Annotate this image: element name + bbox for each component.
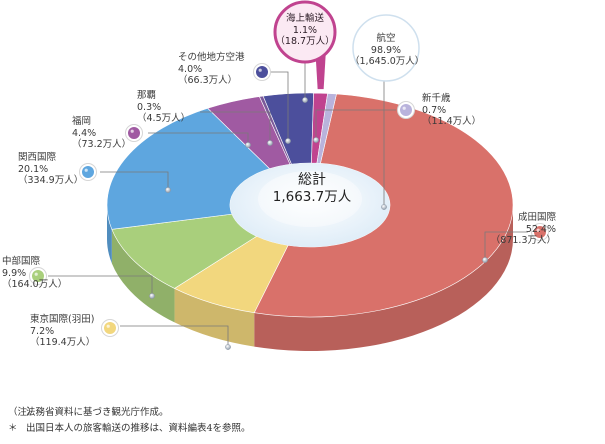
callout-air bbox=[352, 14, 420, 82]
label-tokyo-value: （119.4万人） bbox=[30, 337, 96, 348]
center-hole bbox=[258, 171, 362, 227]
leader-dot-chubu bbox=[149, 293, 155, 299]
marker-chubu bbox=[32, 270, 44, 282]
label-sea-name: 海上輸送 bbox=[285, 13, 324, 24]
note-source: （注）法務省資料に基づき観光庁作成。 bbox=[8, 406, 169, 419]
label-chubu-percent: 9.9% bbox=[2, 267, 27, 279]
label-narita-name: 成田国際 bbox=[517, 212, 556, 223]
marker-gloss-narita bbox=[536, 228, 540, 232]
leader-dot-tokyo bbox=[225, 344, 231, 350]
marker-shinchitose bbox=[400, 104, 412, 116]
leader-dot-fukuoka bbox=[245, 142, 251, 148]
marker-tokyo bbox=[104, 322, 116, 334]
label-narita-percent: 52.4% bbox=[525, 223, 556, 235]
label-air-name: 航空 bbox=[376, 33, 396, 44]
leader-dot-kansai bbox=[165, 187, 171, 193]
label-shinchitose: 新千歳 0.7% （11.4万人） bbox=[422, 93, 481, 128]
label-naha-name: 那覇 bbox=[137, 90, 157, 101]
label-air-value: （1,645.0万人） bbox=[350, 56, 425, 67]
leader-chubu bbox=[48, 275, 153, 296]
label-fukuoka-percent: 4.4% bbox=[72, 127, 97, 139]
label-other-percent: 4.0% bbox=[178, 63, 203, 75]
leader-dot-air bbox=[381, 204, 387, 210]
total-value: 1,663.7万人 bbox=[272, 189, 352, 205]
label-tokyo-name: 東京国際(羽田) bbox=[30, 314, 95, 325]
total-label: 総計 1,663.7万人 bbox=[262, 172, 362, 206]
marker-gloss-shinchitose bbox=[402, 106, 406, 110]
leader-dot-sea bbox=[302, 97, 308, 103]
leader-dot-other bbox=[285, 138, 291, 144]
marker-gloss-fukuoka bbox=[130, 129, 134, 133]
label-naha-percent: 0.3% bbox=[137, 101, 162, 113]
label-chubu: 中部国際 9.9% （164.0万人） bbox=[2, 256, 67, 291]
label-sea-value: （18.7万人） bbox=[275, 36, 335, 47]
marker-kansai bbox=[82, 166, 94, 178]
leader-naha bbox=[200, 111, 271, 143]
label-tokyo-percent: 7.2% bbox=[30, 325, 55, 337]
label-fukuoka-value: （73.2万人） bbox=[72, 139, 132, 150]
label-chubu-name: 中部国際 bbox=[2, 256, 41, 267]
sea-raised-wedge bbox=[315, 55, 326, 90]
label-narita: 成田国際 52.4% （871.3万人） bbox=[491, 212, 556, 247]
label-other-name: その他地方空港 bbox=[178, 52, 245, 63]
leader-tokyo bbox=[120, 325, 229, 347]
leader-narita bbox=[484, 231, 528, 260]
slice-side-kansai bbox=[107, 205, 112, 264]
leader-dot-shinchitose bbox=[313, 137, 319, 143]
note-reference-text: 出国日本人の旅客輸送の推移は、資料編表4を参照。 bbox=[26, 423, 251, 434]
label-kansai-value: （334.9万人） bbox=[18, 175, 84, 186]
leader-dot-naha bbox=[267, 140, 273, 146]
marker-other bbox=[256, 66, 268, 78]
note-source-mark: （注） bbox=[8, 407, 37, 418]
leader-dot-narita bbox=[482, 257, 488, 263]
marker-gloss-tokyo bbox=[106, 324, 110, 328]
leader-shinchitose bbox=[315, 109, 396, 140]
label-kansai: 関西国際 20.1% （334.9万人） bbox=[18, 152, 83, 187]
note-reference: ＊ 出国日本人の旅客輸送の推移は、資料編表4を参照。 bbox=[8, 422, 251, 435]
label-naha-value: （4.5万人） bbox=[137, 113, 191, 124]
label-air-percent: 98.9% bbox=[370, 44, 402, 56]
marker-gloss-kansai bbox=[84, 168, 88, 172]
slice-side-narita bbox=[254, 205, 514, 351]
label-sea: 海上輸送 1.1% （18.7万人） bbox=[275, 13, 335, 48]
label-kansai-name: 関西国際 bbox=[18, 152, 57, 163]
label-fukuoka: 福岡 4.4% （73.2万人） bbox=[72, 116, 131, 151]
label-air: 航空 98.9% （1,645.0万人） bbox=[350, 33, 425, 68]
leader-fukuoka bbox=[148, 132, 249, 145]
label-kansai-percent: 20.1% bbox=[18, 163, 49, 175]
note-reference-mark: ＊ bbox=[8, 423, 18, 434]
total-title: 総計 bbox=[298, 172, 326, 188]
slice-side-tokyo bbox=[174, 288, 255, 347]
label-shinchitose-value: （11.4万人） bbox=[422, 116, 482, 127]
label-other-value: （66.3万人） bbox=[178, 75, 238, 86]
label-tokyo: 東京国際(羽田) 7.2% （119.4万人） bbox=[30, 314, 95, 349]
leader-other bbox=[270, 71, 289, 141]
leader-kansai bbox=[100, 171, 169, 190]
note-source-text: 法務省資料に基づき観光庁作成。 bbox=[26, 407, 169, 418]
label-shinchitose-name: 新千歳 bbox=[422, 93, 451, 104]
slice-kansai bbox=[106, 107, 271, 230]
label-fukuoka-name: 福岡 bbox=[72, 116, 92, 127]
marker-fukuoka bbox=[128, 127, 140, 139]
label-sea-percent: 1.1% bbox=[292, 24, 318, 36]
marker-gloss-other bbox=[258, 68, 262, 72]
label-shinchitose-percent: 0.7% bbox=[422, 104, 447, 116]
label-other: その他地方空港 4.0% （66.3万人） bbox=[178, 52, 245, 87]
callout-sea bbox=[273, 0, 337, 64]
marker-narita bbox=[534, 226, 546, 238]
label-chubu-value: （164.0万人） bbox=[2, 279, 68, 290]
marker-gloss-chubu bbox=[34, 272, 38, 276]
label-naha: 那覇 0.3% （4.5万人） bbox=[137, 90, 190, 125]
label-narita-value: （871.3万人） bbox=[490, 235, 556, 246]
